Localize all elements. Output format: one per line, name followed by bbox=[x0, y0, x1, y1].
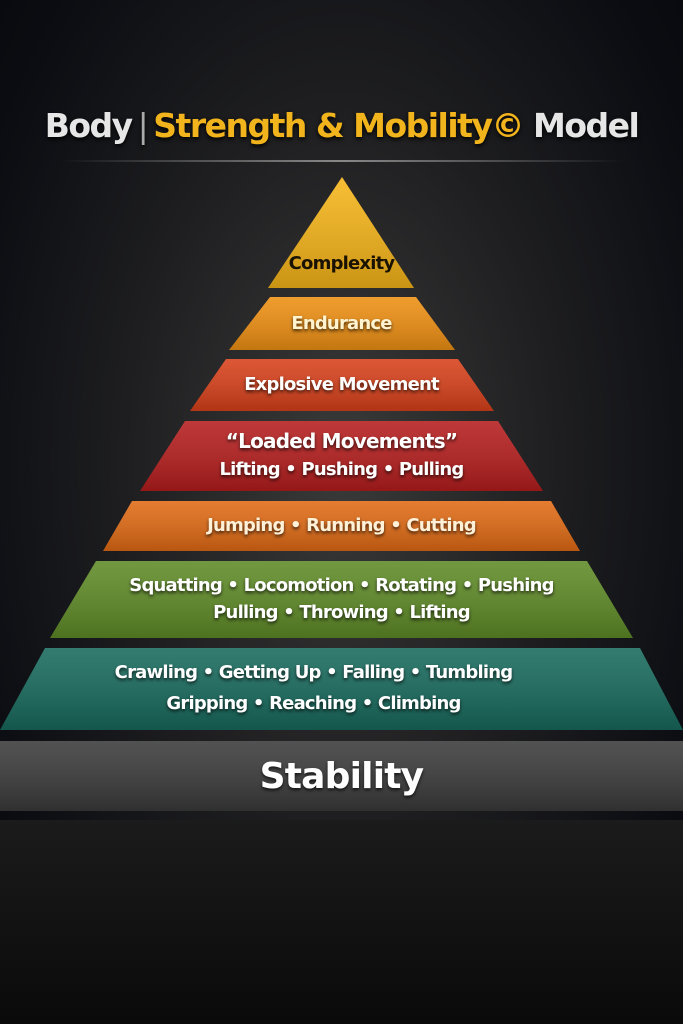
layer-shade bbox=[268, 177, 414, 288]
layer-shade bbox=[50, 561, 633, 638]
layer-fundamental-line2: Pulling • Throwing • Lifting bbox=[213, 602, 470, 623]
layer-endurance-label: Endurance bbox=[291, 313, 392, 334]
layer-loaded-sub: Lifting • Pushing • Pulling bbox=[219, 459, 464, 480]
layer-primitive-line2: Gripping • Reaching • Climbing bbox=[166, 693, 461, 714]
layer-jumping-label: Jumping • Running • Cutting bbox=[207, 515, 477, 536]
layer-loaded-title: “Loaded Movements” bbox=[225, 429, 458, 453]
stability-shade bbox=[0, 741, 683, 811]
title-divider bbox=[60, 160, 623, 162]
title-model: Model bbox=[532, 106, 640, 145]
layer-explosive-label: Explosive Movement bbox=[244, 374, 439, 395]
layer-primitive-line1: Crawling • Getting Up • Falling • Tumbli… bbox=[114, 662, 513, 683]
stability-label: Stability bbox=[259, 756, 425, 797]
title-strength-mobility: Strength & Mobility© bbox=[153, 106, 524, 145]
layer-fundamental-line1: Squatting • Locomotion • Rotating • Push… bbox=[129, 575, 554, 596]
page-title: Body|Strength & Mobility© Model bbox=[0, 106, 683, 145]
layer-complexity-label: Complexity bbox=[288, 253, 396, 274]
layer-shade bbox=[140, 421, 543, 491]
layer-shade bbox=[229, 297, 455, 350]
title-separator: | bbox=[137, 106, 149, 145]
layer-shade bbox=[0, 648, 683, 730]
layer-shade bbox=[103, 501, 580, 551]
layer-shade bbox=[190, 359, 494, 411]
floor bbox=[0, 820, 683, 1024]
title-body: Body bbox=[44, 106, 133, 145]
